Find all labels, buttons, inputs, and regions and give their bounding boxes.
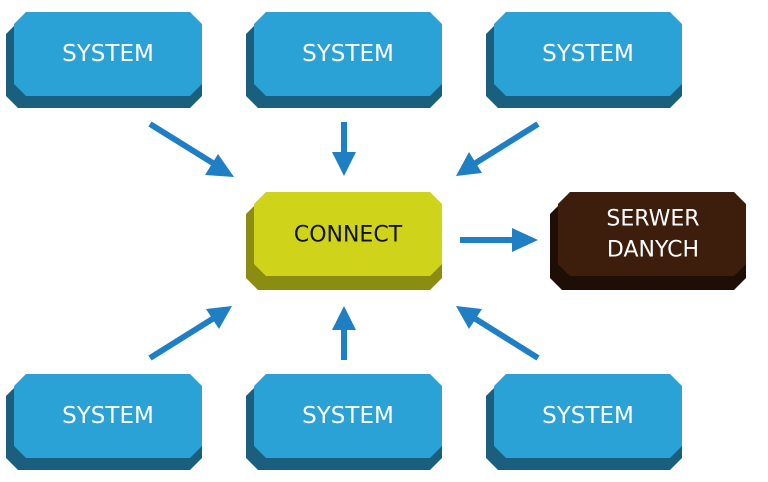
box-face: [494, 374, 682, 458]
system-box-top-center: SYSTEM: [246, 12, 442, 108]
arrow-top-left-to-connect: [148, 121, 234, 177]
box-face: [14, 374, 202, 458]
server-label-line1: SERWER: [606, 207, 699, 232]
arrow-bottom-center-to-connect: [332, 306, 356, 360]
system-box-top-left: SYSTEM: [6, 12, 202, 108]
system-label: SYSTEM: [62, 41, 154, 67]
arrow-bottom-right-to-connect: [456, 306, 540, 361]
arrow-top-center-to-connect: [332, 122, 356, 176]
system-box-bottom-center: SYSTEM: [246, 374, 442, 470]
box-face: [254, 12, 442, 96]
box-face: [494, 12, 682, 96]
arrow-connect-to-server: [460, 228, 538, 252]
system-label: SYSTEM: [62, 403, 154, 429]
box-face: [254, 192, 442, 276]
system-box-bottom-right: SYSTEM: [486, 374, 682, 470]
connect-box: CONNECT: [246, 192, 442, 290]
system-box-top-right: SYSTEM: [486, 12, 682, 108]
box-face: [14, 12, 202, 96]
system-box-bottom-left: SYSTEM: [6, 374, 202, 470]
system-label: SYSTEM: [542, 403, 634, 429]
system-label: SYSTEM: [302, 41, 394, 67]
system-label: SYSTEM: [302, 403, 394, 429]
connect-label: CONNECT: [294, 223, 403, 248]
arrow-bottom-left-to-connect: [148, 306, 232, 361]
box-face: [558, 192, 746, 276]
box-face: [254, 374, 442, 458]
server-label-line2: DANYCH: [607, 238, 699, 263]
server-box: SERWER DANYCH: [550, 192, 746, 290]
arrow-top-right-to-connect: [456, 121, 540, 176]
system-label: SYSTEM: [542, 41, 634, 67]
